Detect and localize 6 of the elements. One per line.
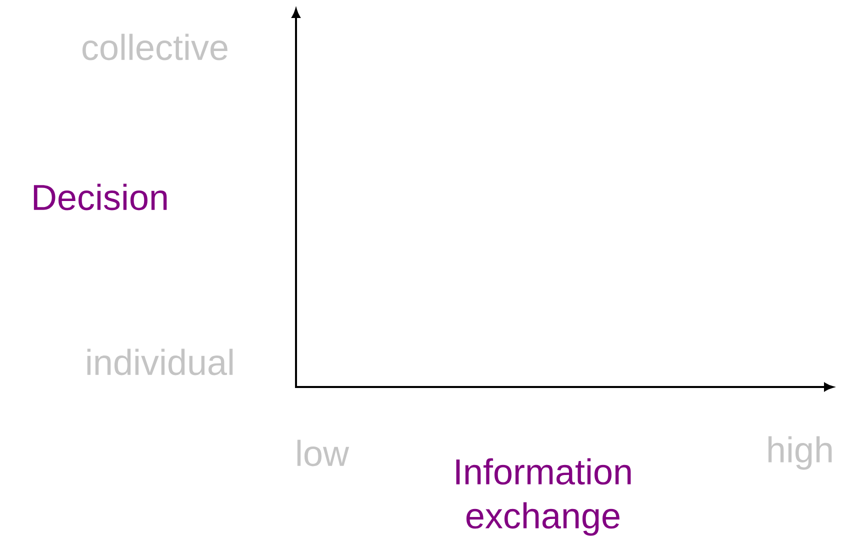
axis-label: Information exchange (456, 458, 631, 536)
axis-label: high (768, 436, 832, 470)
axis-label: Decision (34, 184, 167, 210)
axis-label: collective (82, 34, 228, 60)
axis-label: low (297, 440, 350, 466)
axis-label: individual (87, 348, 233, 376)
